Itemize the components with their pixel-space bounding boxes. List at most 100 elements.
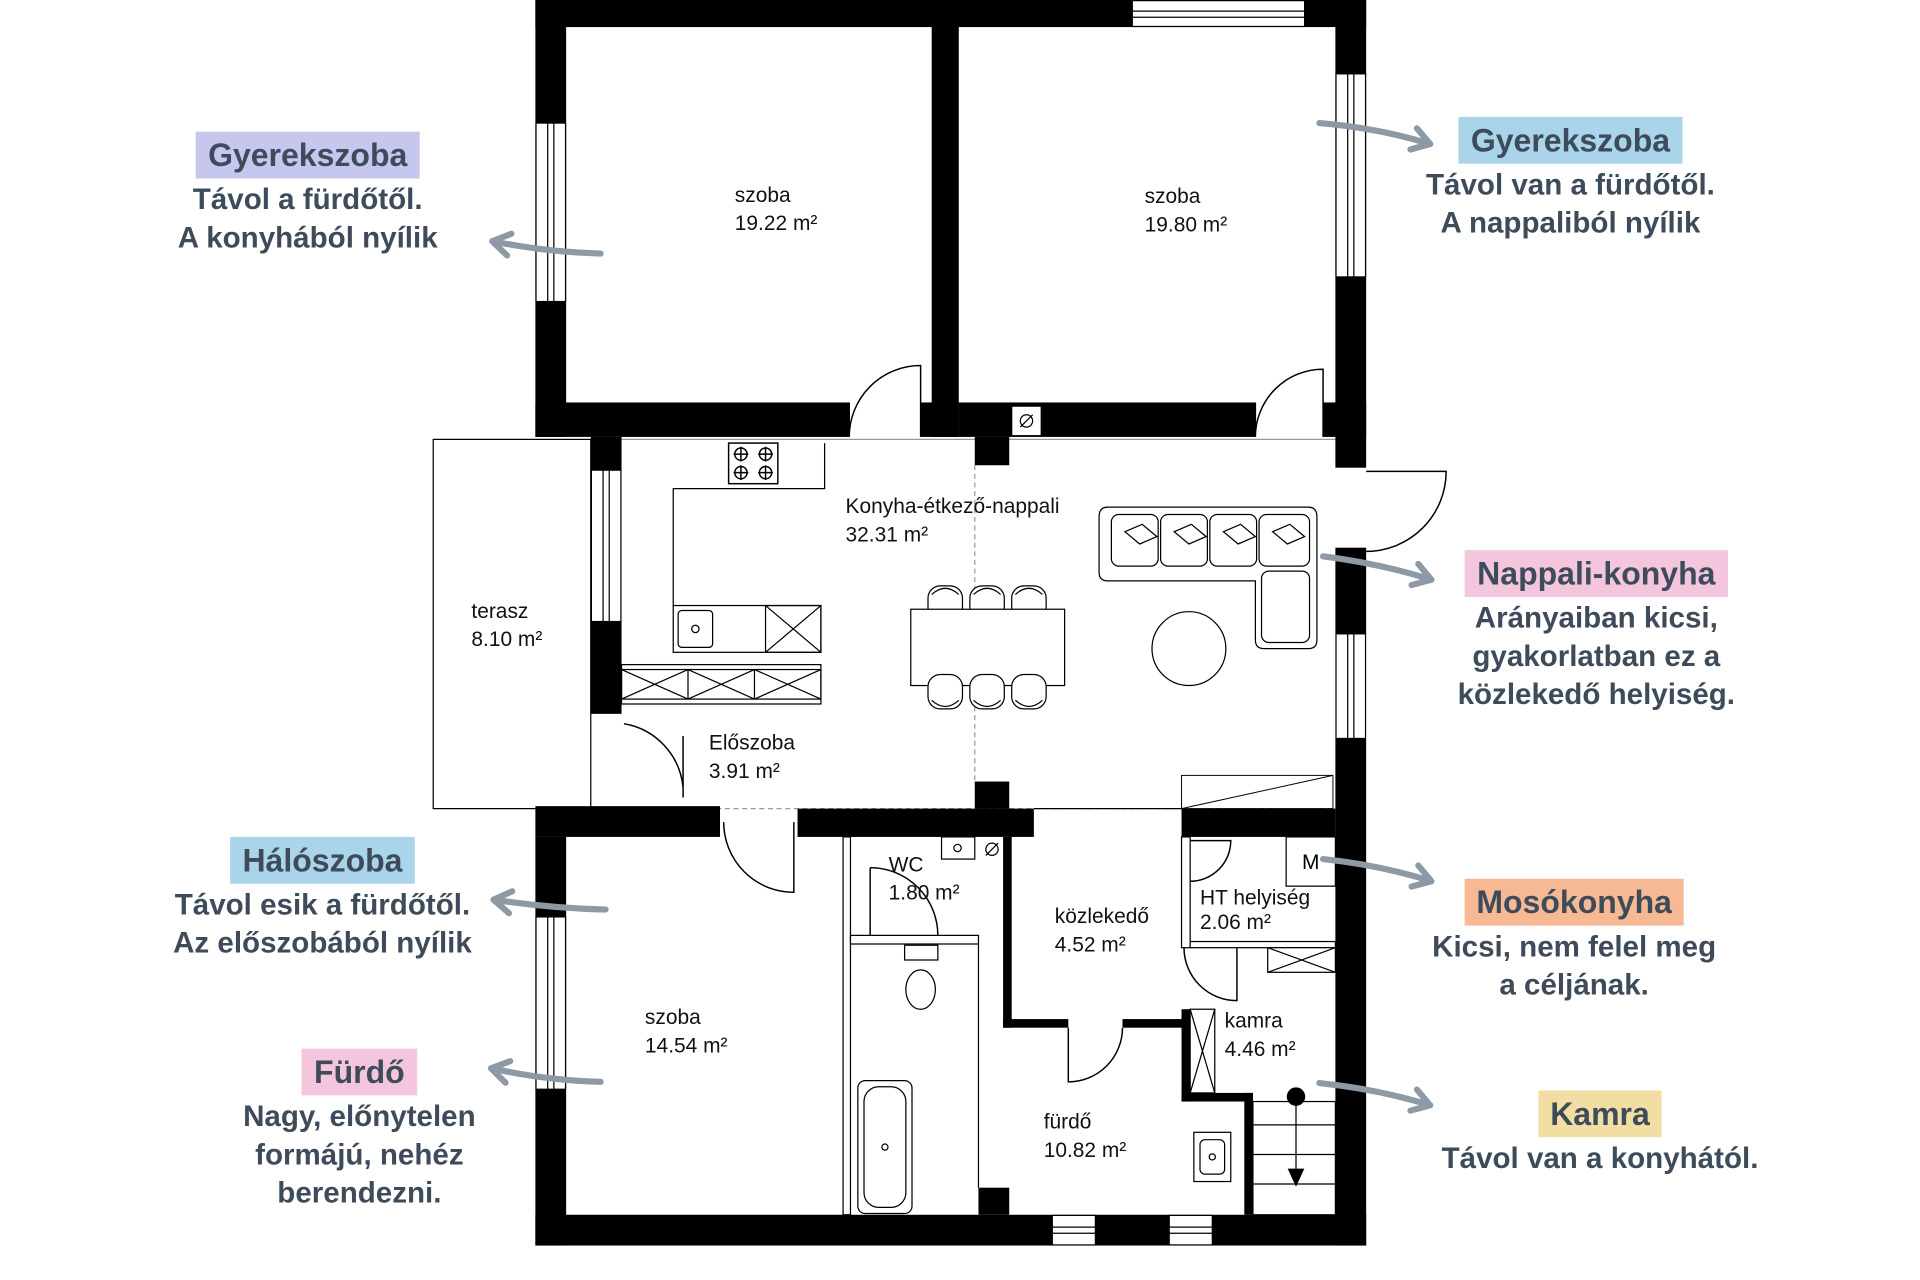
window — [535, 916, 567, 1090]
window — [590, 469, 622, 623]
window — [1168, 1214, 1213, 1246]
room-name: terasz — [471, 599, 529, 623]
annotation-text: Nagy, előnytelen — [243, 1100, 476, 1134]
arrow — [487, 1058, 604, 1086]
door-swing — [869, 866, 939, 936]
annotation-text: A konyhából nyílik — [177, 221, 438, 255]
annotation-haloszoba: Hálószoba Távol esik a fürdőtől. Az elős… — [64, 836, 581, 963]
kitchen-counter — [620, 443, 826, 705]
room-area: 4.52 m² — [1054, 932, 1126, 957]
room-area: 1.80 m² — [888, 881, 960, 905]
arrow — [1316, 1079, 1434, 1114]
arrow — [489, 230, 604, 259]
annotation-text: Távol van a konyhától. — [1441, 1142, 1759, 1176]
meter-label: M — [1302, 851, 1319, 874]
room-area: 19.80 m² — [1144, 212, 1228, 237]
room-name: szoba — [734, 183, 791, 207]
annotation-text: Kicsi, nem felel meg — [1432, 930, 1717, 964]
annotation-text: a céljának. — [1499, 968, 1649, 1002]
room-label: WC 1.80 m² — [889, 850, 960, 907]
annotation-title: Fürdő — [301, 1048, 418, 1096]
stairs — [1252, 1087, 1336, 1216]
room-name: Konyha-étkező-nappali — [845, 494, 1060, 519]
annotation-text: gyakorlatban ez a — [1472, 639, 1721, 674]
arrow — [490, 888, 609, 917]
door-swing — [1183, 947, 1238, 1002]
window — [535, 122, 567, 303]
room-name: WC — [888, 852, 924, 877]
door-swing — [623, 722, 684, 798]
dining-table — [910, 608, 1066, 687]
annotation-arrows — [487, 119, 1435, 1114]
room-label: közlekedő 4.52 m² — [1055, 902, 1149, 959]
window — [1335, 73, 1367, 278]
coffee-table — [1151, 611, 1227, 687]
room-label: terasz 8.10 m² — [471, 597, 542, 654]
annotation-title: Mosókonyha — [1464, 878, 1685, 926]
terrace-outline — [432, 438, 592, 810]
room-label: fürdő 10.82 m² — [1044, 1108, 1127, 1165]
room-area: 4.46 m² — [1224, 1037, 1296, 1061]
arrow — [1316, 119, 1434, 153]
annotation-gyerekszoba-right: Gyerekszoba Távol van a fürdőtől. A napp… — [1312, 116, 1829, 243]
room-area: 14.54 m² — [644, 1033, 728, 1058]
annotation-title: Kamra — [1537, 1090, 1663, 1138]
annotation-text: Arányaiban kicsi, — [1474, 601, 1718, 636]
annotation-text: Távol esik a fürdőtől. — [174, 888, 471, 922]
annotation-text: Az előszobából nyílik — [173, 926, 472, 960]
door-swing — [1190, 839, 1232, 882]
annotation-nappali-konyha: Nappali-konyha Arányaiban kicsi, gyakorl… — [1338, 550, 1855, 714]
window — [1051, 1214, 1096, 1246]
room-area: 2.06 m² — [1199, 910, 1271, 935]
sink-icon — [677, 609, 714, 648]
partition-walls — [842, 836, 1336, 1216]
arrow — [1319, 553, 1435, 589]
room-area: 32.31 m² — [845, 523, 929, 547]
room-area: 3.91 m² — [708, 759, 780, 783]
sofa — [1098, 506, 1318, 650]
annotation-gyerekszoba-left: Gyerekszoba Távol a fürdőtől. A konyhábó… — [49, 131, 566, 258]
room-area: 10.82 m² — [1043, 1138, 1127, 1162]
stove-icon — [727, 442, 779, 485]
window — [1335, 633, 1367, 740]
window — [1131, 0, 1306, 28]
annotation-text: közlekedő helyiség. — [1457, 678, 1736, 712]
room-name: fürdő — [1043, 1110, 1092, 1134]
toilet-icon — [903, 944, 939, 961]
entry-mat — [1181, 774, 1334, 810]
room-name: kamra — [1224, 1009, 1283, 1033]
door-swing — [848, 364, 922, 437]
room-name: HT helyiség — [1199, 886, 1311, 910]
door-swing — [722, 822, 795, 894]
room-label: kamra 4.46 m² — [1225, 1007, 1296, 1064]
annotation-title: Nappali-konyha — [1464, 550, 1728, 597]
annotation-furdo: Fürdő Nagy, előnytelen formájú, nehéz be… — [101, 1048, 618, 1213]
room-label: Konyha-étkező-nappali 32.31 m² — [846, 492, 1060, 549]
room-area: 8.10 m² — [471, 627, 543, 652]
chair — [1011, 673, 1047, 710]
room-name: Előszoba — [708, 731, 795, 755]
chair — [969, 673, 1005, 710]
doors — [623, 364, 1447, 1083]
dining-set — [910, 585, 1066, 710]
vent-icon — [985, 842, 999, 856]
arrow — [1319, 855, 1435, 890]
room-name: szoba — [1144, 184, 1201, 208]
annotation-text: formájú, nehéz — [255, 1138, 464, 1172]
room-label: szoba 19.80 m² — [1145, 182, 1228, 239]
annotation-text: A nappaliból nyílik — [1440, 206, 1701, 240]
annotation-text: berendezni. — [277, 1176, 442, 1210]
door-swing — [1254, 368, 1324, 437]
annotation-text: Távol a fürdőtől. — [192, 183, 423, 217]
room-name: közlekedő — [1054, 904, 1149, 928]
annotation-text: Távol van a fürdőtől. — [1426, 168, 1715, 202]
annotation-title: Gyerekszoba — [1458, 116, 1683, 164]
annotation-kamra: Kamra Távol van a konyhától. — [1342, 1090, 1859, 1177]
room-label: Előszoba 3.91 m² — [709, 729, 795, 786]
annotation-mosokonyha: Mosókonyha Kicsi, nem felel meg a célján… — [1316, 878, 1833, 1005]
